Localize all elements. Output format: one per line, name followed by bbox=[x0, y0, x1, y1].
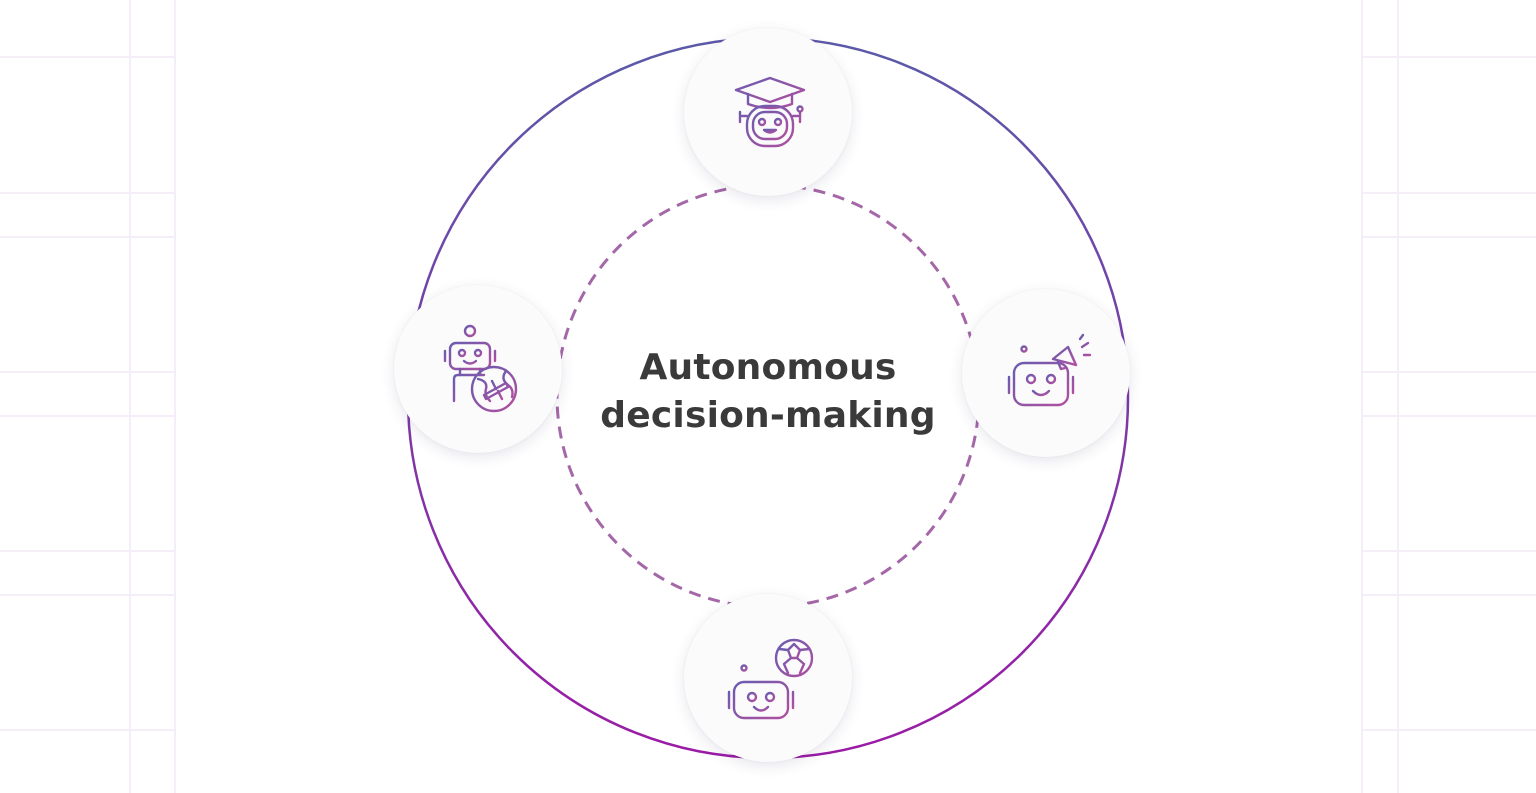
node-top bbox=[684, 28, 852, 196]
graduation-robot-icon bbox=[734, 76, 806, 148]
center-title-line-1: Autonomous bbox=[639, 347, 897, 388]
megaphone-robot-icon bbox=[1007, 333, 1092, 407]
center-title: Autonomous decision-making bbox=[568, 344, 968, 440]
travel-robot-icon bbox=[443, 324, 518, 413]
soccer-robot-icon bbox=[727, 638, 814, 720]
node-left bbox=[394, 285, 562, 453]
center-title-line-2: decision-making bbox=[600, 395, 936, 436]
node-bottom bbox=[684, 594, 852, 762]
node-right bbox=[962, 289, 1130, 457]
